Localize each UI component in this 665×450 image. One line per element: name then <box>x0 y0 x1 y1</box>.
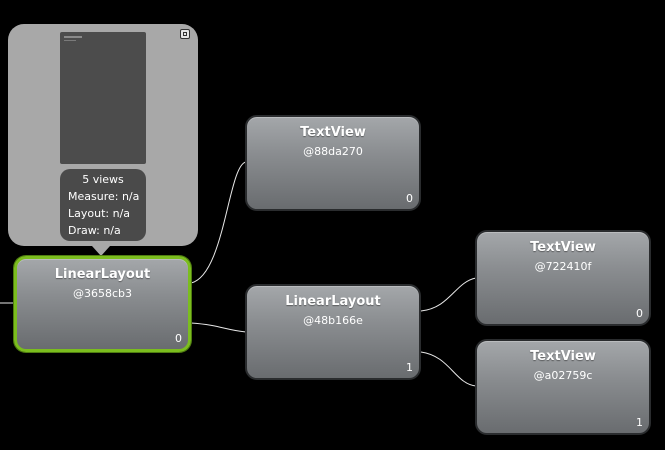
node-hash: @a02759c <box>533 369 593 382</box>
node-index: 0 <box>636 307 643 320</box>
node-hash: @48b166e <box>303 314 363 327</box>
node-index: 0 <box>175 332 182 345</box>
node-index: 1 <box>406 361 413 374</box>
node-textview-3[interactable]: TextView @a02759c 1 <box>475 339 651 435</box>
node-title: LinearLayout <box>285 294 381 309</box>
node-title: TextView <box>530 349 596 364</box>
view-thumbnail[interactable] <box>60 32 146 164</box>
connector-root-ll2 <box>190 322 247 333</box>
node-title: TextView <box>300 125 366 140</box>
expand-icon[interactable] <box>180 29 190 39</box>
node-title: TextView <box>530 240 596 255</box>
preview-pointer <box>92 246 110 256</box>
node-preview-popup: 5 views Measure: n/a Layout: n/a Draw: n… <box>8 24 198 246</box>
draw-time: Draw: n/a <box>68 224 121 237</box>
node-hash: @88da270 <box>303 145 363 158</box>
node-hash: @722410f <box>534 260 592 273</box>
node-linearlayout-2[interactable]: LinearLayout @48b166e 1 <box>245 284 421 380</box>
thumbnail-text-line <box>64 36 82 38</box>
connector-root-tv1 <box>190 161 247 284</box>
connector-ll2-tv2 <box>420 277 477 312</box>
node-textview-2[interactable]: TextView @722410f 0 <box>475 230 651 326</box>
connector-ll2-tv3 <box>420 351 477 387</box>
node-index: 1 <box>636 416 643 429</box>
node-title: LinearLayout <box>54 267 151 282</box>
node-textview-1[interactable]: TextView @88da270 0 <box>245 115 421 211</box>
views-count: 5 views <box>82 173 124 186</box>
layout-time: Layout: n/a <box>68 207 131 220</box>
node-hash: @3658cb3 <box>72 287 133 300</box>
node-linearlayout-root[interactable]: LinearLayout @3658cb3 0 <box>14 256 191 352</box>
measure-time: Measure: n/a <box>68 190 140 203</box>
thumbnail-text-line <box>64 40 76 41</box>
node-stats-box: 5 views Measure: n/a Layout: n/a Draw: n… <box>60 169 146 241</box>
node-index: 0 <box>406 192 413 205</box>
